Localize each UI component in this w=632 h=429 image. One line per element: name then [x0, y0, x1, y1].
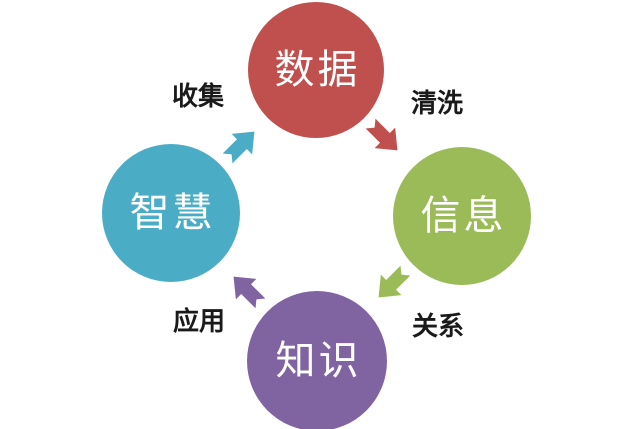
edge-label-clean: 清洗	[410, 89, 464, 119]
node-wisdom-label: 智慧	[129, 190, 216, 236]
node-information-label: 信息	[420, 193, 507, 239]
node-data-label: 数据	[274, 47, 361, 93]
node-data: 数据	[248, 2, 384, 138]
node-knowledge: 知识	[247, 291, 387, 429]
edge-label-relation: 关系	[411, 312, 465, 342]
edge-label-collect: 收集	[171, 82, 225, 112]
apply-arrow-icon	[233, 276, 266, 309]
collect-arrow-icon	[222, 131, 255, 164]
relation-arrow-shape	[378, 265, 411, 298]
node-wisdom: 智慧	[102, 144, 240, 282]
relation-arrow-icon	[378, 265, 411, 298]
clean-arrow-shape	[365, 118, 398, 151]
edge-label-apply: 应用	[172, 307, 226, 337]
node-knowledge-label: 知识	[275, 338, 362, 384]
node-information: 信息	[393, 147, 531, 285]
clean-arrow-icon	[365, 118, 398, 151]
collect-arrow-shape	[222, 131, 255, 164]
apply-arrow-shape	[233, 276, 266, 309]
